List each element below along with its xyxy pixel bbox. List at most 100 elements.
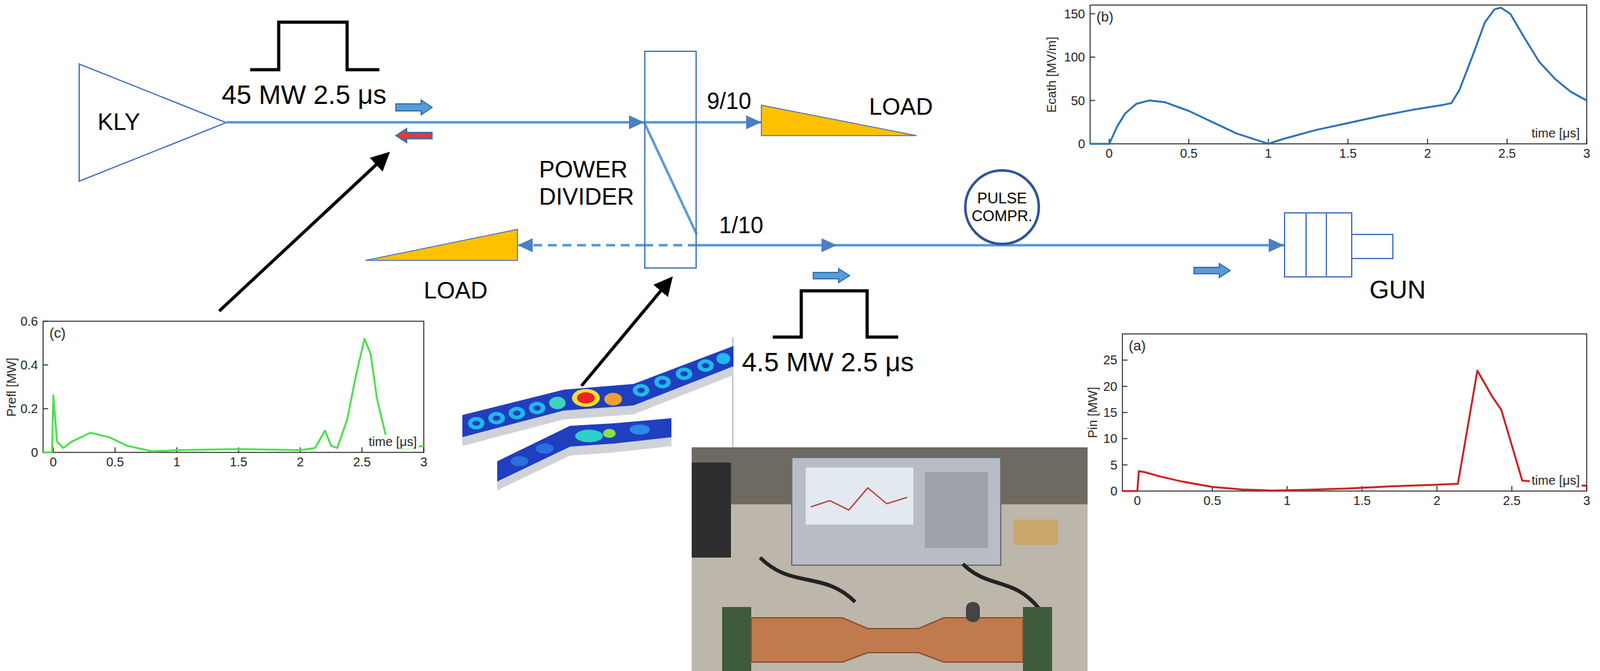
tick-mark [114,447,116,453]
tick-label: 0.5 [106,454,125,469]
connector [517,238,645,253]
power-divider-box: POWER DIVIDER [644,50,697,269]
tick-label: 5 [1110,457,1118,472]
field-blob [513,410,521,416]
field-blob [637,387,645,393]
field-blob [508,406,526,420]
node-label: LOAD [869,95,934,119]
tick-label: 150 [1064,6,1086,21]
tick-label: 3 [1582,146,1590,161]
tick-label: 0 [50,454,58,469]
photo-copper-divider [751,617,1023,662]
field-blob [680,371,688,377]
photo-laptop [691,462,731,558]
pulse-label: 4.5 MW 2.5 μs [741,347,915,378]
field-blob [510,456,529,467]
axis-title: time [μs] [1529,126,1582,140]
tick-label: 0.5 [1180,146,1198,161]
divider-through-line [644,120,697,124]
tick-label: 2.5 [353,454,372,469]
field-blob [716,352,731,365]
tick-label: 0 [1078,136,1086,151]
edge-label: 9/10 [706,88,752,115]
arrow-head [1268,238,1284,253]
field-blob [472,420,481,426]
field-blob [549,396,566,410]
field-blob [632,383,650,397]
tick-label: 0.2 [20,401,39,416]
node-label: KLY [97,108,140,137]
tick-mark [1347,138,1349,144]
plot-curve [1122,370,1587,491]
load-triangle: LOAD [761,95,936,136]
tick-label: 2.5 [1503,493,1521,508]
photo-mouse [965,601,980,623]
pulse-compressor-circle: PULSE COMPR. [964,169,1041,246]
tick-label: 25 [1103,352,1118,367]
tick-mark [43,407,49,410]
photo-part [1013,519,1058,545]
photo-cable [962,563,1039,609]
tick-mark [361,447,363,453]
tick-mark [1090,13,1096,15]
field-blob [654,375,671,389]
field-blob [697,359,714,372]
klystron-outline [79,63,227,182]
tick-label: 3 [1582,493,1590,508]
divider-label: POWER DIVIDER [539,156,641,211]
forward-arrow [1193,263,1231,278]
gun-cell-wall [1305,212,1307,277]
tick-label: 15 [1103,405,1118,420]
photo-trace [810,487,908,510]
tick-mark [43,364,49,366]
plot-curve [43,338,424,453]
gun-box: GUN [1283,212,1429,305]
tick-mark [1122,464,1128,466]
photo-screen [805,467,914,525]
tick-label: 1 [1264,146,1272,161]
divider-isolated-line [644,243,697,247]
axis-title: time [μs] [366,434,419,449]
tick-label: 1.5 [1352,493,1371,508]
field-blob [492,415,501,421]
tick-mark [1436,485,1438,491]
plot-axes [43,321,424,453]
tick-mark [1090,100,1096,102]
waveguide-face [462,345,734,438]
tick-label: 3 [419,454,427,469]
field-blob [533,405,541,411]
photo-analyzer [791,457,1001,566]
tick-label: 2 [1433,493,1441,508]
gun-cavity [1284,212,1352,277]
axis-title: Pin [MW] [1085,386,1100,438]
axis-title: Ecath [MV/m] [1044,36,1059,113]
input-power-plot [1122,333,1587,491]
divider-coupling-line [644,122,697,235]
node-label: PULSE COMPR. [969,189,1035,225]
plot-axes [1090,5,1587,144]
load-triangle: LOAD [365,229,518,305]
field-blob [701,362,710,369]
tick-mark [1090,56,1096,58]
tick-mark [1427,138,1429,144]
pulse-symbol [250,22,380,70]
tick-label: 0 [31,445,39,460]
tick-label: 0 [1110,483,1118,498]
tick-label: 1 [1283,493,1291,508]
arrow-head [821,238,837,253]
axis-title: Prefl [MW] [4,357,19,417]
tick-label: 1 [173,454,181,469]
tick-label: 1.5 [229,454,248,469]
load-outline [365,229,518,261]
lab-photo [691,447,1088,671]
forward-arrow [813,268,850,283]
tick-label: 0.6 [20,314,39,329]
photo-bench [691,447,1088,671]
plot-curve [1090,7,1587,144]
photo-panel [924,471,989,548]
pulse-symbol [772,290,899,337]
reflected-arrow [395,128,432,143]
field-blob [535,443,554,454]
panel-letter: (b) [1096,8,1114,25]
